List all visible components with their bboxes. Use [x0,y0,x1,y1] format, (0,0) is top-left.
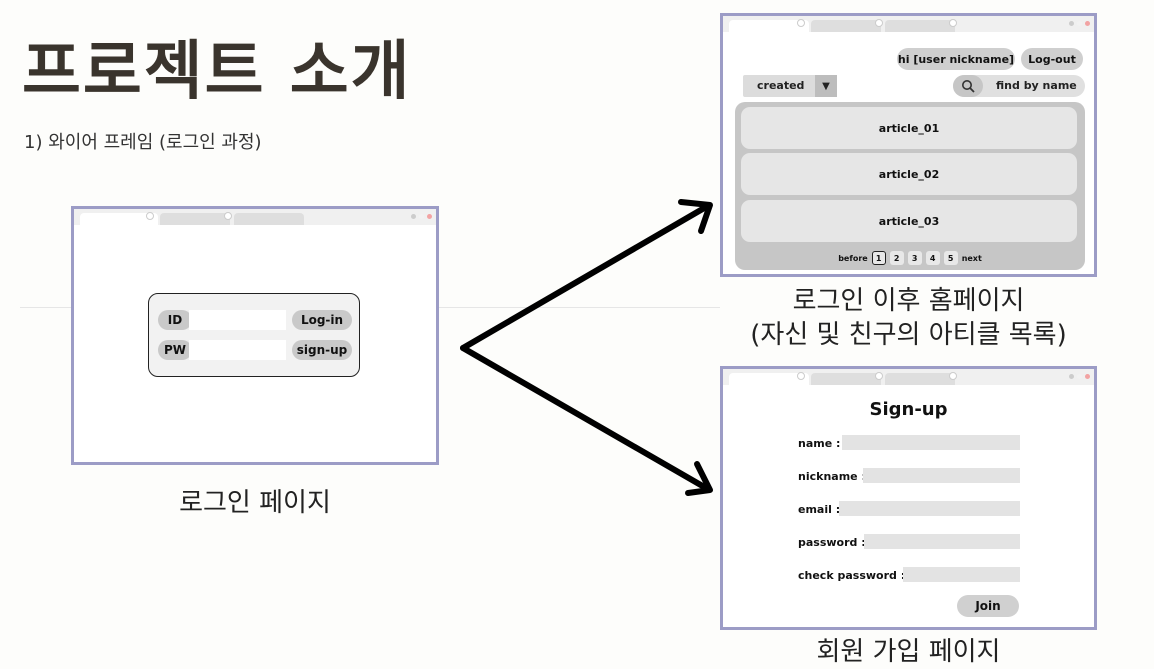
check-password-input[interactable] [903,567,1020,582]
article-item[interactable]: article_01 [741,107,1077,149]
login-form: ID Log-in PW sign-up [148,293,360,377]
password-label: password : [798,535,866,549]
page-title: 프로젝트 소개 [22,35,412,109]
article-item[interactable]: article_02 [741,153,1077,195]
search-input: find by name [996,79,1077,92]
pager-page[interactable]: 1 [871,251,886,265]
login-window: ID Log-in PW sign-up [71,206,439,465]
pager-page[interactable]: 4 [925,251,940,265]
search-icon[interactable] [953,75,983,97]
logout-button[interactable]: Log-out [1021,48,1083,70]
login-button[interactable]: Log-in [292,310,352,330]
id-input[interactable] [189,310,286,330]
signup-button[interactable]: sign-up [292,340,352,360]
id-label: ID [158,310,192,330]
home-caption-line1: 로그인 이후 홈페이지 [792,286,1025,316]
home-caption-line2: (자신 및 친구의 아티클 목록) [750,320,1067,350]
pager-before[interactable]: before [838,253,868,263]
pager-next[interactable]: next [961,253,982,263]
name-label: name : [798,436,841,450]
arrow-to-signup [460,345,709,491]
pagination: before 1 2 3 4 5 next [735,250,1085,266]
pager-page[interactable]: 5 [943,251,958,265]
section-subtitle: 1) 와이어 프레임 (로그인 과정) [24,132,262,153]
arrow-to-home [460,204,709,351]
nickname-input[interactable] [863,468,1020,483]
pw-input[interactable] [189,340,286,360]
pager-page[interactable]: 2 [889,251,904,265]
home-window: hi [user nickname] Log-out created ▼ fin… [720,13,1097,277]
browser-chrome [723,369,1094,385]
check-password-label: check password : [798,568,906,582]
arrowhead-signup-icon [685,461,713,496]
greeting-badge: hi [user nickname] [897,48,1015,70]
home-caption: 로그인 이후 홈페이지 (자신 및 친구의 아티클 목록) [720,284,1097,352]
signup-title: Sign-up [869,399,948,420]
browser-chrome [74,209,436,225]
pw-label: PW [158,340,192,360]
arrowhead-home-icon [678,199,713,234]
password-input[interactable] [864,534,1020,549]
sort-select[interactable]: created ▼ [743,75,837,97]
signup-caption: 회원 가입 페이지 [816,637,1001,667]
join-button[interactable]: Join [957,595,1019,617]
email-label: email : [798,502,841,516]
signup-window: Sign-up name : nickname : email : passwo… [720,366,1097,630]
browser-chrome [723,16,1094,32]
nickname-label: nickname : [798,469,866,483]
login-caption: 로그인 페이지 [179,488,331,518]
email-input[interactable] [839,501,1020,516]
article-item[interactable]: article_03 [741,200,1077,242]
search-bar[interactable]: find by name [953,75,1085,97]
article-list: article_01 article_02 article_03 before … [735,102,1085,270]
pager-page[interactable]: 3 [907,251,922,265]
sort-select-value: created [757,79,805,92]
chevron-down-icon: ▼ [815,75,837,97]
name-input[interactable] [842,435,1020,450]
